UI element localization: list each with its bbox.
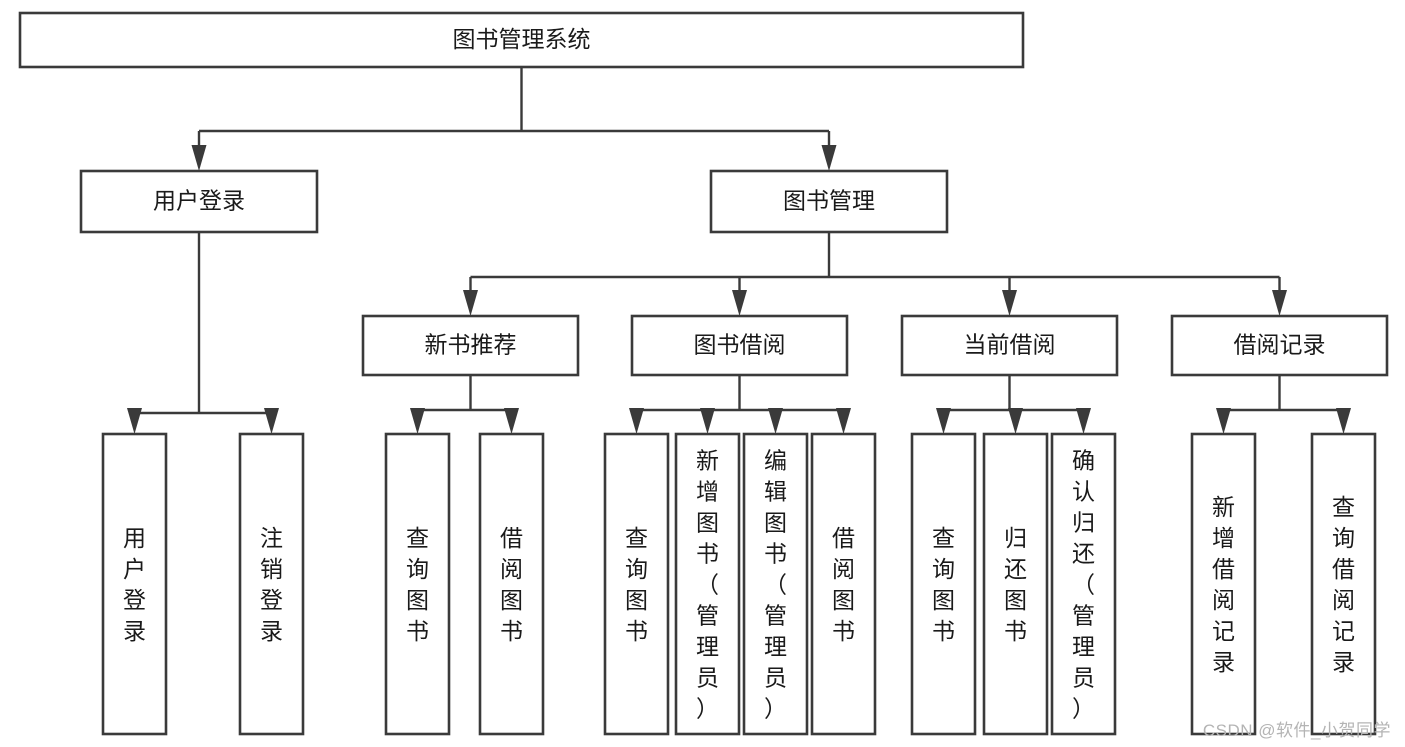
node-leaf-add-borrow-record[interactable]: 新增借阅记录 bbox=[1190, 432, 1257, 736]
node-label-leaf-user-login: 用户登录 bbox=[123, 525, 146, 644]
node-current-borrow[interactable]: 当前借阅 bbox=[900, 314, 1119, 377]
node-label-leaf-query-book-borrow: 查询图书 bbox=[625, 525, 648, 644]
edge-group-borrow-record bbox=[1216, 375, 1351, 434]
node-label-leaf-borrow-book-rec: 借阅图书 bbox=[500, 525, 523, 644]
node-book-manage[interactable]: 图书管理 bbox=[709, 169, 949, 234]
node-box-leaf-query-book-rec[interactable] bbox=[384, 432, 451, 736]
node-label-leaf-query-borrow-record: 查询借阅记录 bbox=[1332, 494, 1355, 675]
node-box-leaf-edit-book[interactable] bbox=[742, 432, 809, 736]
edge-group-book-borrow bbox=[629, 375, 851, 434]
node-leaf-confirm-return[interactable]: 确认归还（管理员） bbox=[1050, 432, 1117, 736]
node-box-leaf-add-borrow-record[interactable] bbox=[1190, 432, 1257, 736]
node-box-leaf-borrow-book-rec[interactable] bbox=[478, 432, 545, 736]
node-box-book-manage[interactable] bbox=[709, 169, 949, 234]
node-label-new-book-recommend: 新书推荐 bbox=[425, 332, 517, 358]
node-box-leaf-return-book[interactable] bbox=[982, 432, 1049, 736]
node-box-root[interactable] bbox=[18, 11, 1025, 69]
node-box-book-borrow[interactable] bbox=[630, 314, 849, 377]
node-box-leaf-user-login[interactable] bbox=[101, 432, 168, 736]
node-box-leaf-user-logout[interactable] bbox=[238, 432, 305, 736]
node-label-leaf-borrow-book: 借阅图书 bbox=[832, 525, 855, 644]
node-leaf-edit-book[interactable]: 编辑图书（管理员） bbox=[742, 432, 809, 736]
node-label-leaf-query-book-cur: 查询图书 bbox=[932, 525, 955, 644]
node-label-book-borrow: 图书借阅 bbox=[694, 332, 786, 358]
node-box-user-login[interactable] bbox=[79, 169, 319, 234]
node-label-root: 图书管理系统 bbox=[453, 26, 591, 52]
node-label-book-manage: 图书管理 bbox=[783, 188, 875, 214]
edge-group-new-book-recommend bbox=[410, 375, 519, 434]
node-label-user-login: 用户登录 bbox=[153, 188, 245, 214]
node-leaf-return-book[interactable]: 归还图书 bbox=[982, 432, 1049, 736]
node-root[interactable]: 图书管理系统 bbox=[18, 11, 1025, 69]
edge-group-current-borrow bbox=[936, 375, 1091, 434]
node-borrow-record[interactable]: 借阅记录 bbox=[1170, 314, 1389, 377]
node-label-borrow-record: 借阅记录 bbox=[1234, 332, 1326, 358]
node-leaf-query-book-borrow[interactable]: 查询图书 bbox=[603, 432, 670, 736]
node-label-current-borrow: 当前借阅 bbox=[964, 332, 1056, 358]
node-label-leaf-add-borrow-record: 新增借阅记录 bbox=[1212, 494, 1235, 675]
node-label-leaf-query-book-rec: 查询图书 bbox=[406, 525, 429, 644]
node-label-leaf-confirm-return: 确认归还（管理员） bbox=[1072, 448, 1095, 722]
edge-layer bbox=[127, 67, 1351, 434]
edge-group-user-login bbox=[127, 232, 279, 434]
node-box-new-book-recommend[interactable] bbox=[361, 314, 580, 377]
node-leaf-query-book-cur[interactable]: 查询图书 bbox=[910, 432, 977, 736]
node-leaf-user-logout[interactable]: 注销登录 bbox=[238, 432, 305, 736]
node-layer: 图书管理系统用户登录图书管理新书推荐图书借阅当前借阅借阅记录用户登录注销登录查询… bbox=[18, 11, 1389, 736]
node-label-leaf-user-logout: 注销登录 bbox=[260, 525, 283, 644]
node-box-current-borrow[interactable] bbox=[900, 314, 1119, 377]
node-box-leaf-add-book[interactable] bbox=[674, 432, 741, 736]
node-box-leaf-query-borrow-record[interactable] bbox=[1310, 432, 1377, 736]
node-box-leaf-query-book-cur[interactable] bbox=[910, 432, 977, 736]
node-user-login[interactable]: 用户登录 bbox=[79, 169, 319, 234]
node-box-leaf-confirm-return[interactable] bbox=[1050, 432, 1117, 736]
node-book-borrow[interactable]: 图书借阅 bbox=[630, 314, 849, 377]
node-box-leaf-query-book-borrow[interactable] bbox=[603, 432, 670, 736]
node-leaf-user-login[interactable]: 用户登录 bbox=[101, 432, 168, 736]
node-label-leaf-edit-book: 编辑图书（管理员） bbox=[764, 448, 787, 722]
node-leaf-add-book[interactable]: 新增图书（管理员） bbox=[674, 432, 741, 736]
node-leaf-borrow-book-rec[interactable]: 借阅图书 bbox=[478, 432, 545, 736]
node-box-borrow-record[interactable] bbox=[1170, 314, 1389, 377]
node-leaf-query-borrow-record[interactable]: 查询借阅记录 bbox=[1310, 432, 1377, 736]
node-box-leaf-borrow-book[interactable] bbox=[810, 432, 877, 736]
edge-group-root bbox=[191, 67, 837, 171]
node-leaf-borrow-book[interactable]: 借阅图书 bbox=[810, 432, 877, 736]
edge-group-book-manage bbox=[463, 232, 1287, 316]
node-new-book-recommend[interactable]: 新书推荐 bbox=[361, 314, 580, 377]
node-label-leaf-return-book: 归还图书 bbox=[1004, 525, 1027, 644]
node-leaf-query-book-rec[interactable]: 查询图书 bbox=[384, 432, 451, 736]
node-label-leaf-add-book: 新增图书（管理员） bbox=[696, 448, 719, 722]
